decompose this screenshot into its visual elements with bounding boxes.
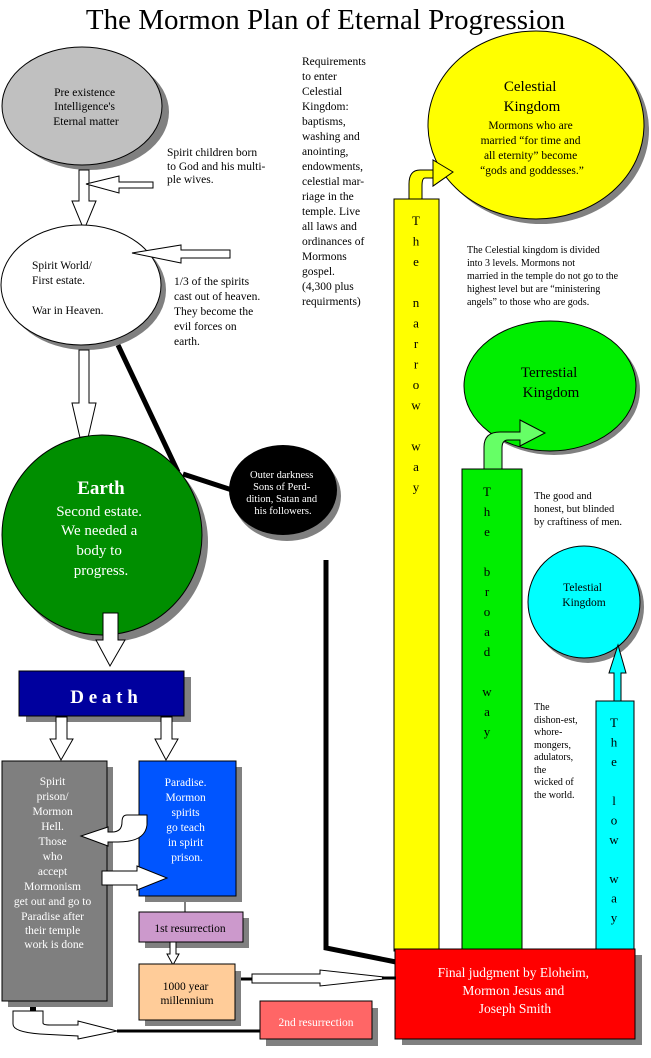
path-letter: h <box>413 234 420 249</box>
paradise-node[interactable]: Paradise. Mormon spirits go teach in spi… <box>138 760 242 902</box>
second-resurrection-label: 2nd resurrection <box>278 1017 353 1029</box>
path-letter: e <box>484 524 490 539</box>
note-cast-out: 1/3 of the spirits cast out of heaven. T… <box>174 276 261 348</box>
down-arrow-icon <box>71 349 97 456</box>
note-good-honest: The good and honest, but blinded by craf… <box>534 491 623 528</box>
celestial-kingdom-description: Mormons who are married “for time and al… <box>480 120 584 177</box>
outer-darkness-node[interactable]: Outer darkness Sons of Perd- dition, Sat… <box>229 445 341 541</box>
outer-darkness-to-judgment-line <box>323 560 397 965</box>
millennium-node[interactable]: 1000 year millennium <box>138 963 241 1026</box>
path-letter: o <box>413 377 420 392</box>
death-label: D e a t h <box>70 687 138 708</box>
path-letter: r <box>414 336 419 351</box>
path-letter: o <box>484 604 491 619</box>
down-arrow-icon <box>49 716 74 762</box>
celestial-kingdom-title: Celestial Kingdom <box>504 79 561 115</box>
down-arrow-icon <box>95 612 126 668</box>
note-celestial-levels: The Celestial kingdom is divided into 3 … <box>467 245 619 308</box>
path-letter: n <box>413 295 420 310</box>
terrestial-kingdom-node[interactable]: Terrestial Kingdom <box>463 320 640 455</box>
path-letter: e <box>413 254 419 269</box>
path-letter: w <box>411 398 421 413</box>
left-arrow-icon <box>131 244 231 264</box>
note-celestial-requirements: Requirements to enter Celestial Kingdom:… <box>302 56 366 308</box>
second-resurrection-node[interactable]: 2nd resurrection <box>259 1000 378 1046</box>
telestial-kingdom-node[interactable]: Telestial Kingdom <box>527 545 644 663</box>
down-arrow-icon <box>154 716 179 762</box>
path-letter: r <box>485 584 490 599</box>
spirit-prison-node[interactable]: Spirit prison/ Mormon Hell. Those who ac… <box>1 760 113 1007</box>
path-letter: a <box>413 316 419 331</box>
final-judgment-node[interactable]: Final judgment by Eloheim, Mormon Jesus … <box>394 948 642 1045</box>
path-letter: y <box>611 910 618 925</box>
path-letter: o <box>611 813 618 828</box>
paradise-label: Paradise. Mormon spirits go teach in spi… <box>165 777 210 864</box>
left-arrow-icon <box>85 175 154 194</box>
preexistence-node[interactable]: Pre existence Intelligence's Eternal mat… <box>1 46 169 170</box>
millennium-label: 1000 year millennium <box>160 981 213 1007</box>
path-letter: w <box>411 439 421 454</box>
path-letter: r <box>414 357 419 372</box>
path-letter: w <box>482 684 492 699</box>
celestial-kingdom-node[interactable]: Celestial Kingdom Mormons who are marrie… <box>427 30 649 224</box>
broad-way-bend-arrow <box>483 419 547 470</box>
curved-left-arrow-icon <box>79 814 148 847</box>
path-letter: T <box>412 213 420 228</box>
first-resurrection-label: 1st resurrection <box>154 923 225 935</box>
diagram-title: The Mormon Plan of Eternal Progression <box>85 4 566 36</box>
death-node[interactable]: D e a t h <box>18 670 191 722</box>
path-letter: b <box>484 564 491 579</box>
up-arrow-icon <box>608 643 627 702</box>
path-letter: a <box>484 704 490 719</box>
path-letter: a <box>611 891 617 906</box>
down-arrow-icon <box>71 169 97 232</box>
earth-node[interactable]: Earth Second estate. We needed a body to… <box>1 434 208 642</box>
down-arrow-icon <box>166 941 180 967</box>
path-letter: d <box>484 644 491 659</box>
path-letter: T <box>610 715 618 730</box>
final-judgment-label: Final judgment by Eloheim, Mormon Jesus … <box>438 965 593 1016</box>
terrestial-kingdom-label: Terrestial Kingdom <box>521 365 581 401</box>
spirit-world-node[interactable]: Spirit World/ First estate. War in Heave… <box>0 224 166 350</box>
note-spirit-children: Spirit children born to God and his mult… <box>167 147 266 186</box>
note-dishonest: The dishon-est, whore- mongers, adulator… <box>534 702 578 801</box>
path-letter: a <box>484 624 490 639</box>
spirit-prison-label: Spirit prison/ Mormon Hell. Those who ac… <box>14 776 94 951</box>
path-letter: e <box>611 754 617 769</box>
narrow-way-arrow-head-icon <box>432 159 454 187</box>
telestial-kingdom-label: Telestial Kingdom <box>562 582 606 609</box>
path-letter: y <box>413 480 420 495</box>
earth-description: Second estate. We needed a body to progr… <box>56 504 146 579</box>
path-letter: l <box>612 793 616 808</box>
spirit-world-label: Spirit World/ First estate. War in Heave… <box>32 260 104 317</box>
first-resurrection-node[interactable]: 1st resurrection <box>138 911 249 948</box>
earth-to-outer-darkness-line <box>182 471 233 493</box>
right-arrow-icon <box>251 969 394 987</box>
earth-title: Earth <box>77 478 125 499</box>
outer-darkness-label: Outer darkness Sons of Perd- dition, Sat… <box>246 470 320 517</box>
path-letter: T <box>483 484 491 499</box>
spirit-world-to-outer-darkness-line <box>115 343 181 474</box>
right-arrow-icon <box>101 865 169 891</box>
curved-right-arrow-icon <box>12 1010 118 1040</box>
path-letter: h <box>484 504 491 519</box>
path-letter: w <box>609 832 619 847</box>
path-letter: a <box>413 459 419 474</box>
path-letter: y <box>484 724 491 739</box>
path-letter: h <box>611 735 618 750</box>
preexistence-label: Pre existence Intelligence's Eternal mat… <box>53 87 119 128</box>
connector-lines <box>30 343 397 1033</box>
path-letter: w <box>609 871 619 886</box>
